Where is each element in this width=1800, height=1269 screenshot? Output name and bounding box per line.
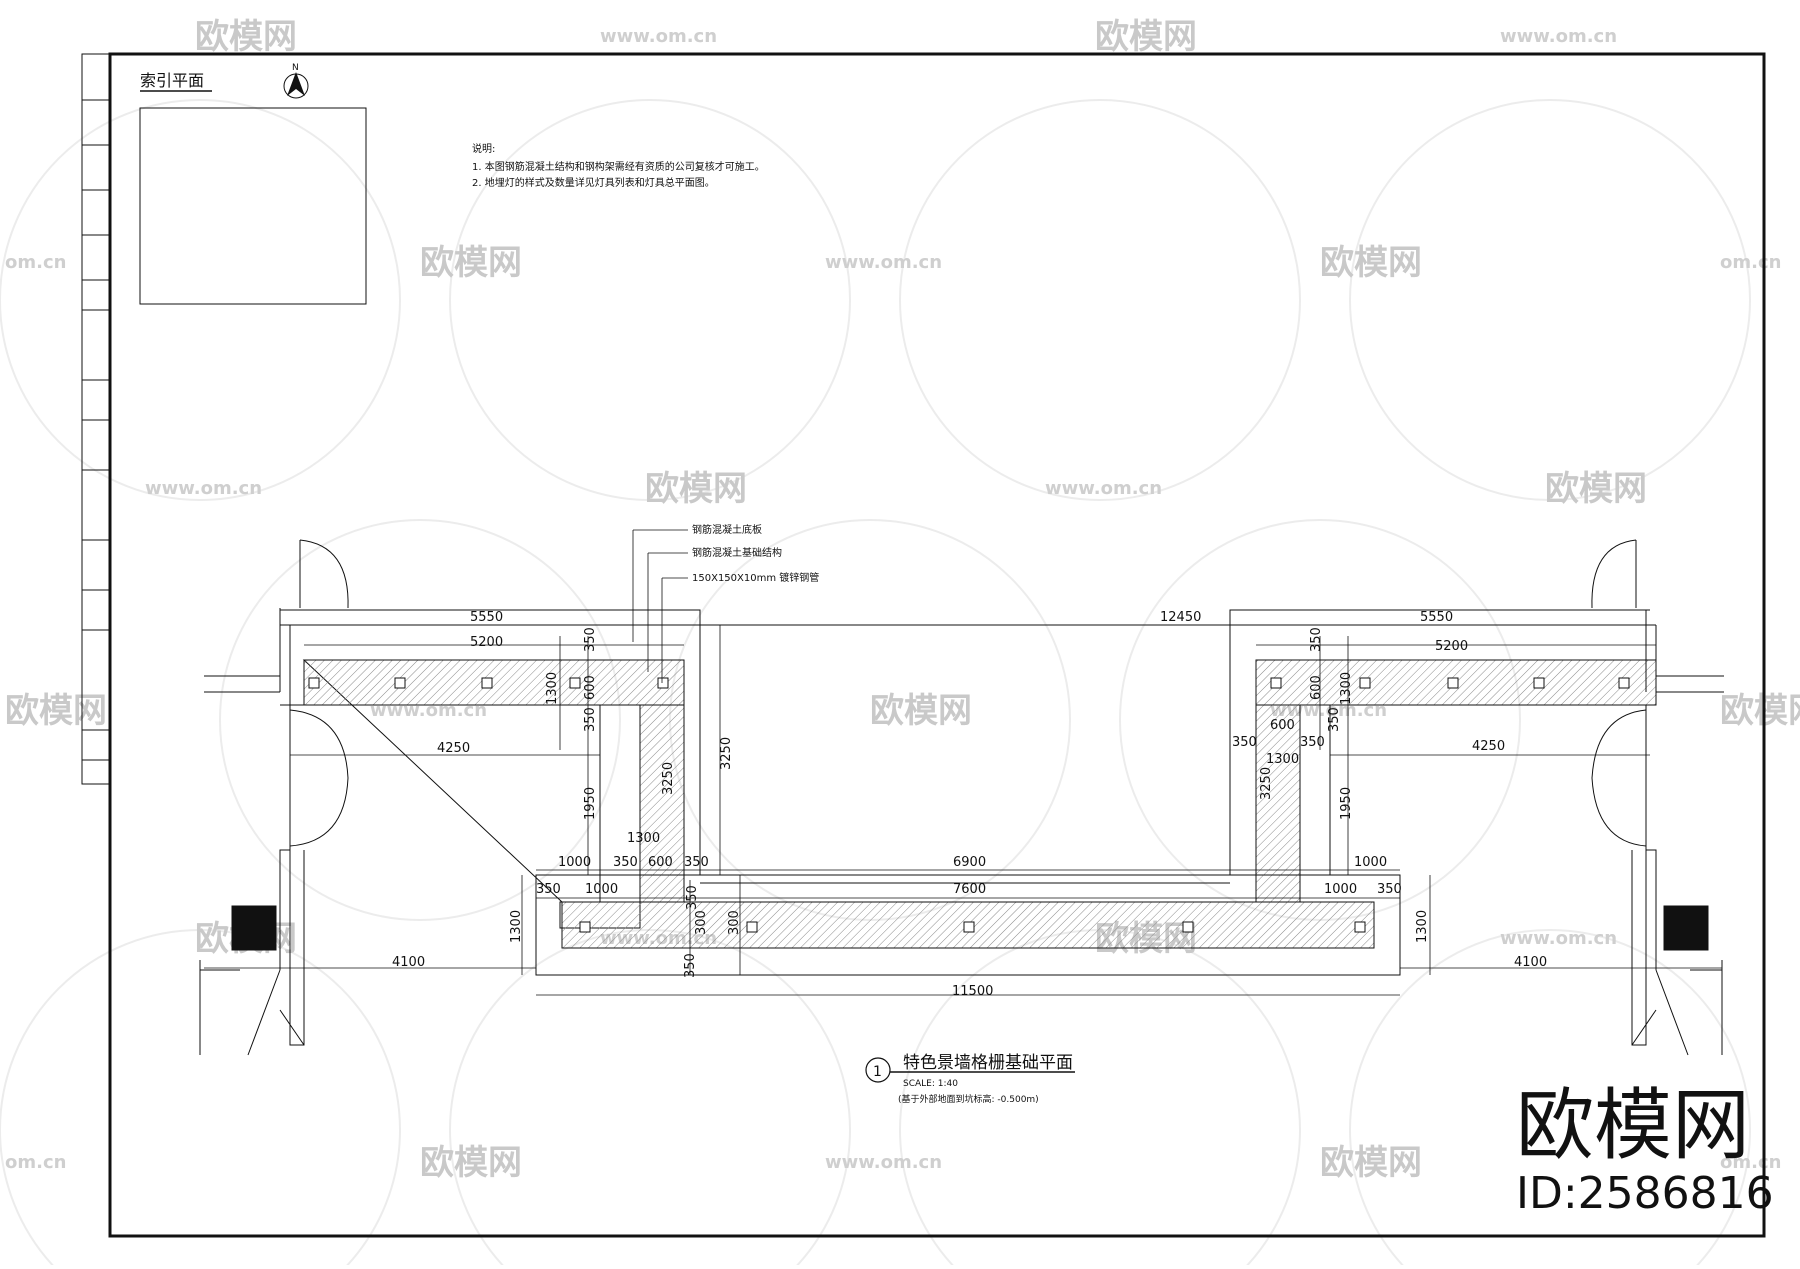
watermark-text: 欧模网 — [870, 691, 972, 731]
notes-line-1: 1. 本图钢筋混凝土结构和钢构架需经有资质的公司复核才可施工。 — [472, 160, 765, 173]
general-notes: 说明: 1. 本图钢筋混凝土结构和钢构架需经有资质的公司复核才可施工。 2. 地… — [472, 142, 765, 189]
dim-label: 350 — [613, 855, 638, 870]
dim-label: 1000 — [558, 855, 591, 870]
notes-line-2: 2. 地埋灯的样式及数量详见灯具列表和灯具总平面图。 — [472, 176, 715, 189]
dim-label: 1950 — [583, 787, 598, 820]
drawing-note: (基于外部地面到坑标高: -0.500m) — [898, 1093, 1039, 1105]
watermark-url: om.cn — [5, 252, 66, 273]
dim-label: 1000 — [1354, 855, 1387, 870]
dim-label: 1300 — [545, 672, 560, 705]
dim-label: 6900 — [953, 855, 986, 870]
watermark-url: om.cn — [1720, 1152, 1781, 1173]
brand-name: 欧模网 — [1516, 1081, 1750, 1171]
callout-leaders — [632, 529, 688, 683]
index-plan: 索引平面 N — [139, 63, 367, 305]
dim-label: 350 — [1327, 707, 1342, 732]
watermark-text: 欧模网 — [420, 1143, 522, 1183]
watermark-url: om.cn — [5, 1152, 66, 1173]
watermark-url: www.om.cn — [1500, 928, 1617, 949]
callout-slab: 钢筋混凝土底板 — [692, 523, 762, 536]
dimension-lines — [204, 624, 1722, 996]
brand-id: ID:2586816 — [1516, 1168, 1774, 1219]
watermark-url: www.om.cn — [1045, 478, 1162, 499]
dim-label: 350 — [1309, 627, 1324, 652]
dim-label: 1300 — [509, 910, 524, 943]
dim-label: 3250 — [1259, 767, 1274, 800]
dim-label: 1300 — [627, 831, 660, 846]
dim-label: 300 — [727, 910, 742, 935]
callout-foundation: 钢筋混凝土基础结构 — [692, 546, 782, 559]
dim-label: 600 — [583, 675, 598, 700]
watermark-layer: 欧模网 www.om.cn 欧模网 www.om.cn om.cn 欧模网 ww… — [5, 17, 1800, 1183]
dim-label: 5200 — [1435, 639, 1468, 654]
watermark-url: www.om.cn — [145, 478, 262, 499]
dim-label: 11500 — [952, 984, 993, 999]
dim-label: 4100 — [1514, 955, 1547, 970]
dim-label: 3250 — [661, 762, 676, 795]
dim-label: 350 — [1377, 882, 1402, 897]
dim-label: 350 — [685, 885, 700, 910]
drawing-title-block: 1 特色景墙格栅基础平面 SCALE: 1:40 (基于外部地面到坑标高: -0… — [865, 1053, 1075, 1105]
dim-label: 5200 — [470, 635, 503, 650]
dim-label: 7600 — [953, 882, 986, 897]
dim-label: 600 — [1270, 718, 1295, 733]
watermark-text: 欧模网 — [195, 17, 297, 57]
watermark-arcs — [0, 99, 1751, 1269]
watermark-text: 欧模网 — [5, 691, 107, 731]
watermark-text: 欧模网 — [420, 243, 522, 283]
dim-label: 350 — [683, 953, 698, 978]
watermark-url: om.cn — [1720, 252, 1781, 273]
watermark-text: 欧模网 — [1095, 17, 1197, 57]
drawing-title: 特色景墙格栅基础平面 — [903, 1053, 1073, 1073]
dim-label: 350 — [536, 882, 561, 897]
callout-steel-tube: 150X150X10mm 镀锌钢管 — [692, 571, 819, 584]
dim-label: 4100 — [392, 955, 425, 970]
index-plan-title: 索引平面 — [140, 71, 204, 90]
dim-label: 350 — [583, 707, 598, 732]
dim-label: 600 — [1309, 675, 1324, 700]
sheet-frame — [81, 52, 1766, 1238]
foundation-plan — [199, 529, 1724, 1056]
steel-tube-markers — [308, 677, 1630, 933]
dim-label: 350 — [1232, 735, 1257, 750]
notes-heading: 说明: — [472, 142, 495, 155]
dim-label: 1950 — [1339, 787, 1354, 820]
dimension-labels: 5550 12450 5550 5200 5200 4250 4250 1000… — [392, 610, 1547, 999]
brand-watermark: 欧模网 ID:2586816 — [1516, 1081, 1774, 1219]
watermark-text: 欧模网 — [1720, 691, 1800, 731]
dim-label: 1000 — [585, 882, 618, 897]
dim-label: 1300 — [1339, 672, 1354, 705]
dim-label: 1300 — [1266, 752, 1299, 767]
dim-label: 350 — [583, 627, 598, 652]
dim-label: 1000 — [1324, 882, 1357, 897]
watermark-url: www.om.cn — [825, 252, 942, 273]
dim-label: 350 — [1300, 735, 1325, 750]
dim-label: 5550 — [1420, 610, 1453, 625]
watermark-url: www.om.cn — [1500, 26, 1617, 47]
dim-label: 1300 — [1415, 910, 1430, 943]
watermark-text: 欧模网 — [1320, 243, 1422, 283]
dim-label: 12450 — [1160, 610, 1201, 625]
watermark-text: 欧模网 — [1545, 469, 1647, 509]
watermark-text: 欧模网 — [645, 469, 747, 509]
dim-label: 300 — [694, 910, 709, 935]
concrete-hatch — [302, 659, 1657, 949]
dim-label: 5550 — [470, 610, 503, 625]
dim-label: 350 — [684, 855, 709, 870]
north-arrow-icon: N — [283, 63, 309, 99]
dim-label: 3250 — [719, 737, 734, 770]
callouts: 钢筋混凝土底板 钢筋混凝土基础结构 150X150X10mm 镀锌钢管 — [692, 523, 819, 584]
watermark-url: www.om.cn — [825, 1152, 942, 1173]
dim-label: 4250 — [437, 741, 470, 756]
watermark-text: 欧模网 — [1320, 1143, 1422, 1183]
drawing-number: 1 — [873, 1064, 882, 1080]
dim-label: 4250 — [1472, 739, 1505, 754]
north-label: N — [292, 63, 299, 73]
dim-label: 600 — [648, 855, 673, 870]
watermark-url: www.om.cn — [600, 26, 717, 47]
drawing-scale: SCALE: 1:40 — [903, 1079, 958, 1089]
